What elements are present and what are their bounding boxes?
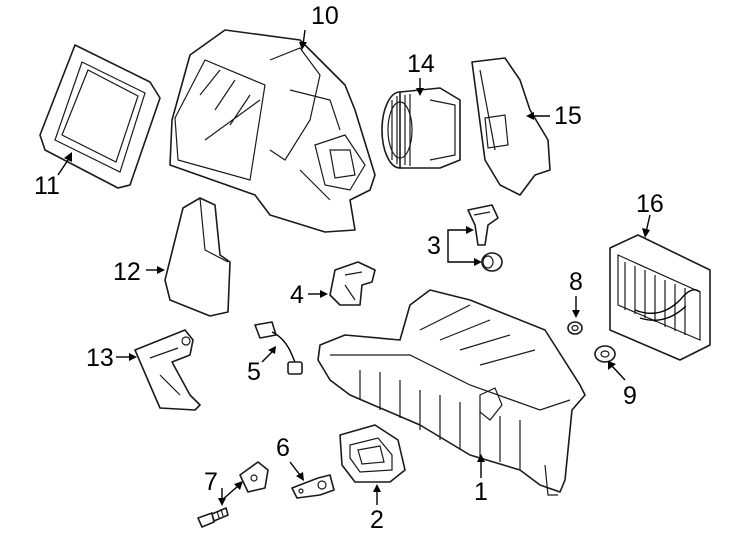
part-7-bracket (239, 461, 269, 493)
part-15-cover-panel (471, 57, 551, 196)
part-1-lower-case (317, 289, 586, 496)
callout-13: 13 (86, 344, 114, 372)
part-9-washer (594, 345, 616, 363)
callout-11: 11 (34, 172, 60, 200)
callout-2: 2 (370, 506, 384, 534)
part-16-evaporator (609, 234, 711, 361)
part-5-sensor (254, 321, 303, 375)
callout-10: 10 (311, 2, 339, 30)
part-7-bolt (197, 507, 229, 528)
callout-15: 15 (554, 102, 582, 130)
callout-14: 14 (407, 50, 435, 78)
part-14-blower-motor (381, 87, 461, 169)
callout-3: 3 (427, 232, 441, 260)
callout-5: 5 (247, 358, 261, 386)
part-3-clips (467, 204, 503, 272)
leader-lines (57, 29, 651, 506)
part-4-bracket (329, 261, 376, 306)
part-13-bracket (134, 329, 201, 411)
part-12-pad (164, 197, 231, 317)
part-10-housing (169, 29, 376, 233)
callout-9: 9 (623, 382, 637, 410)
part-2-grommet (339, 424, 406, 483)
part-6-sensor (291, 474, 335, 499)
callout-7: 7 (204, 468, 218, 496)
callout-1: 1 (474, 478, 488, 506)
callout-12: 12 (113, 258, 141, 286)
callout-16: 16 (636, 190, 664, 218)
callout-6: 6 (276, 434, 290, 462)
callout-8: 8 (569, 268, 583, 296)
part-11-filter-frame (39, 44, 161, 189)
part-8-washer (567, 321, 583, 335)
callout-4: 4 (290, 281, 304, 309)
